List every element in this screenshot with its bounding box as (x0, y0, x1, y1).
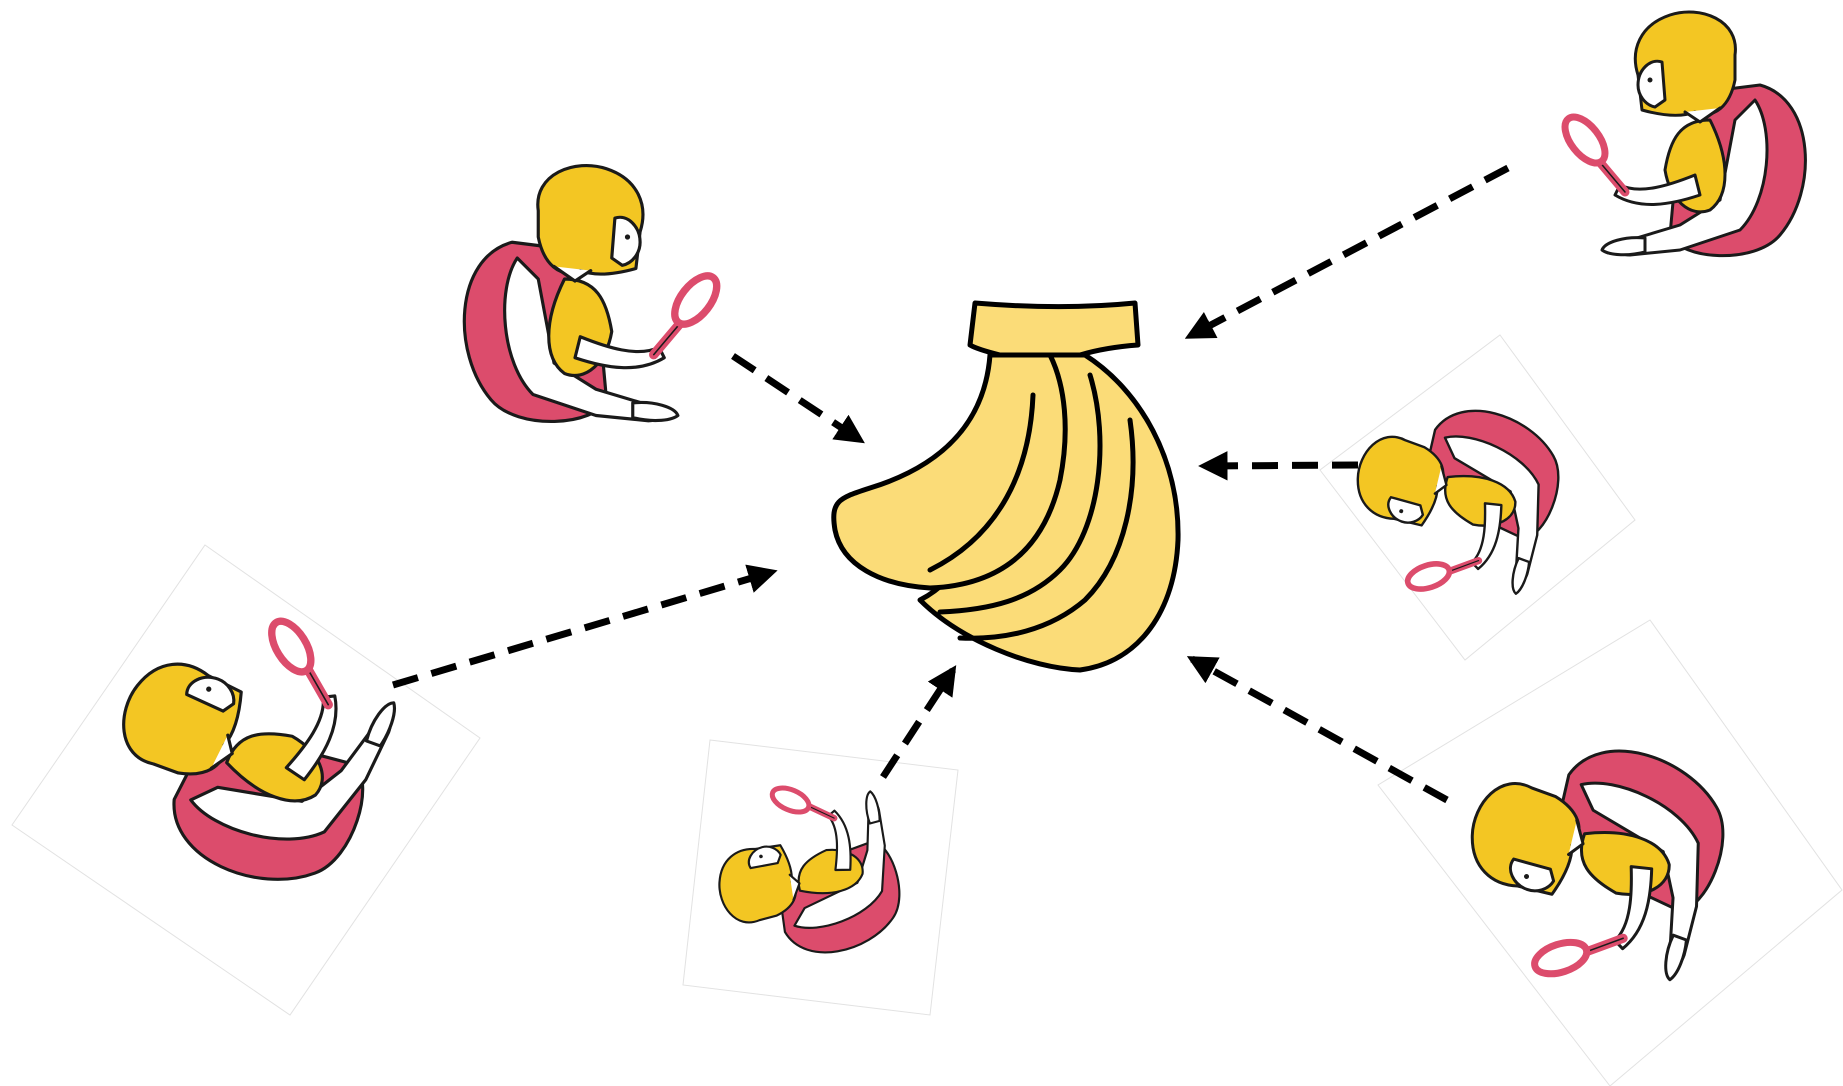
arrow-bottom-center (880, 665, 957, 779)
arrow-top-left (731, 353, 865, 444)
arrow-bottom-right (1186, 655, 1449, 804)
arrow-right-mid (1198, 451, 1359, 481)
arrow-top-right (1184, 164, 1510, 340)
arrow-left (391, 564, 778, 689)
observer-top-left (464, 166, 724, 422)
observer-top-right (1557, 12, 1805, 256)
arrows (391, 164, 1510, 804)
banana-bunch-icon (831, 300, 1181, 673)
